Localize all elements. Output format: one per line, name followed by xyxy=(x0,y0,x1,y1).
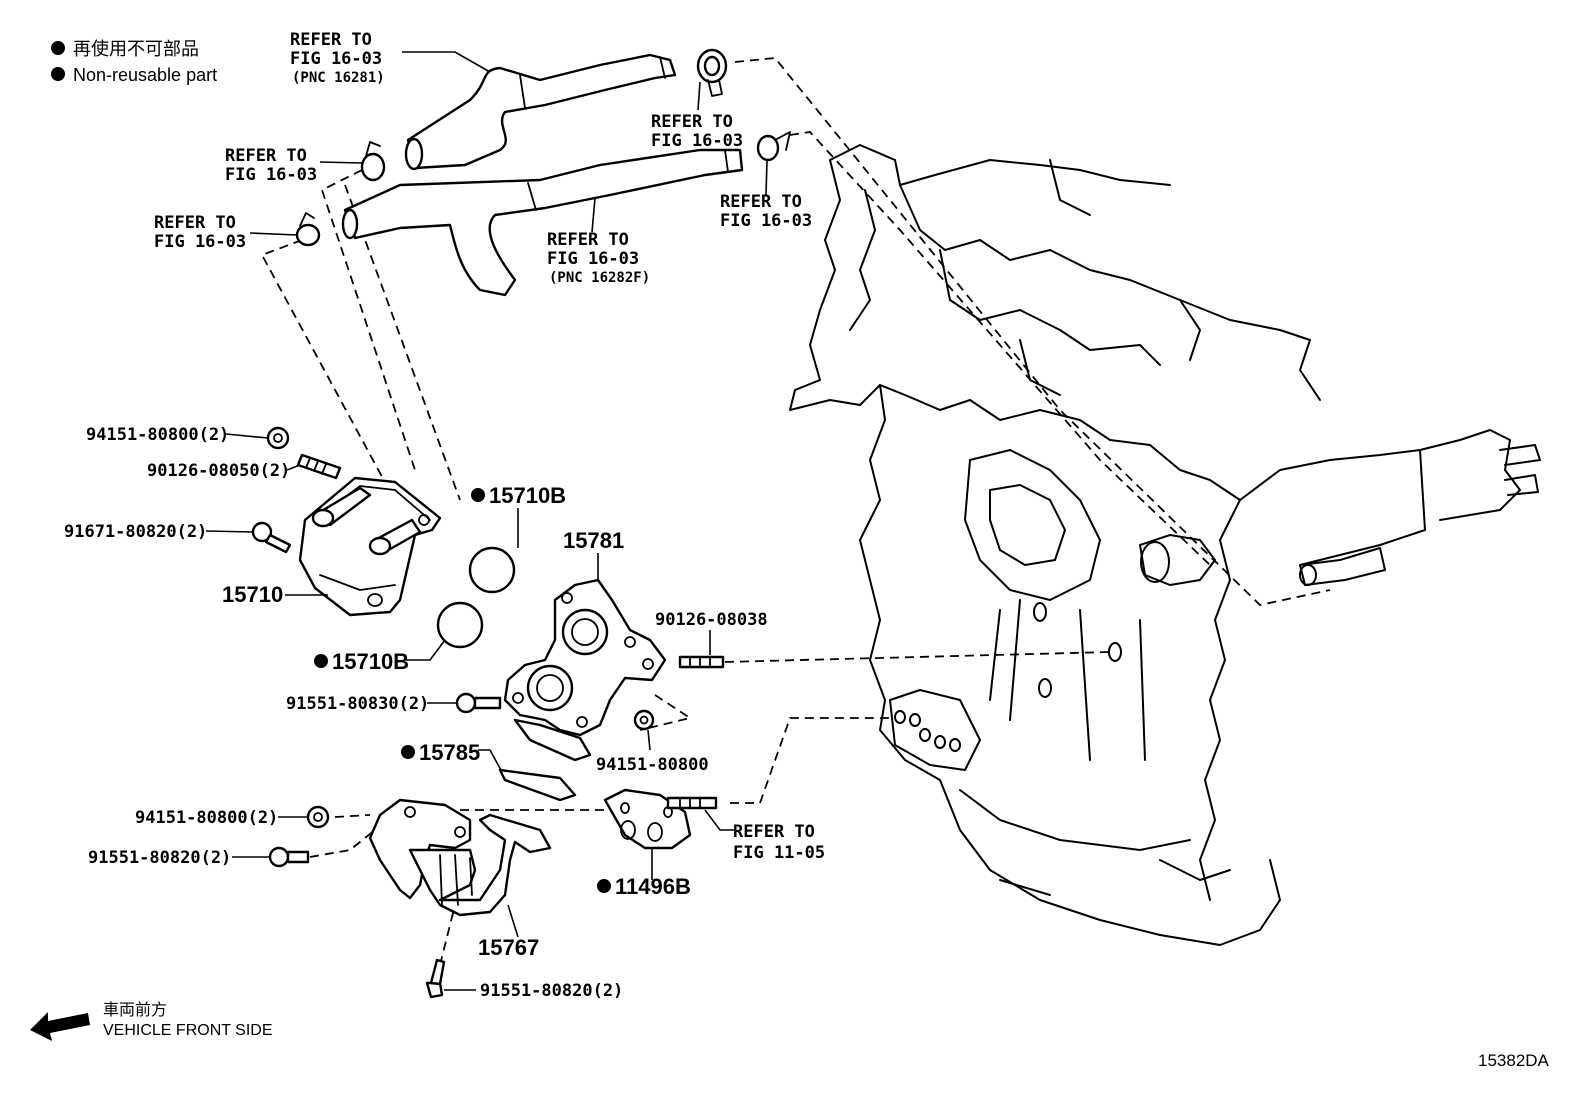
part-91551-80830-2: 91551-80830(2) xyxy=(286,694,429,714)
front-label-jp: 車両前方 xyxy=(103,1001,167,1019)
legend: 再使用不可部品 Non-reusable part xyxy=(51,39,217,85)
hose-clamp-2-icon xyxy=(756,131,791,162)
bolt-91551-80820-lower-icon xyxy=(425,958,446,999)
nut-94151-80800-icon xyxy=(633,709,655,731)
o-ring-15710b-lower xyxy=(436,601,484,649)
part-15767: 15767 xyxy=(478,935,539,960)
o-ring-15710b-upper xyxy=(468,546,516,594)
stud-90126-08050-icon xyxy=(296,453,342,480)
gasket-15785 xyxy=(498,768,577,802)
bolt-91551-80820-upper-icon xyxy=(268,846,310,868)
diagram-id: 15382DA xyxy=(1478,1051,1550,1070)
refer-pnc: (PNC 16281) xyxy=(292,70,385,86)
non-reusable-dot-icon xyxy=(51,41,65,55)
non-reusable-dot-icon xyxy=(597,879,611,893)
refer-label-1: REFER TO FIG 16-03 (PNC 16281) xyxy=(290,30,385,86)
front-arrow-icon xyxy=(30,1012,90,1041)
part-15710: 15710 xyxy=(222,582,283,607)
nut-94151-80800-lower-icon xyxy=(306,805,330,829)
bolt-91671-80820-icon xyxy=(251,521,292,554)
part-15785: 15785 xyxy=(419,740,480,765)
leader-lines xyxy=(205,51,768,991)
refer-fig: FIG 16-03 xyxy=(154,232,246,252)
hose-clamp-4-icon xyxy=(295,212,321,247)
oil-cooler-15710 xyxy=(298,476,442,617)
refer-fig: FIG 16-03 xyxy=(720,211,812,231)
nut-94151-80800-upper-icon xyxy=(266,426,290,450)
refer-fig: FIG 16-03 xyxy=(225,165,317,185)
refer-label-6: REFER TO FIG 16-03 (PNC 16282F) xyxy=(547,230,650,286)
refer-text: REFER TO xyxy=(154,213,236,233)
refer-label-5: REFER TO FIG 16-03 xyxy=(720,192,812,231)
refer-text: REFER TO xyxy=(290,30,372,50)
part-15781: 15781 xyxy=(563,528,624,553)
non-reusable-dot-icon xyxy=(51,67,65,81)
refer-label-4: REFER TO FIG 16-03 xyxy=(651,112,743,151)
vehicle-front-indicator: 車両前方 VEHICLE FRONT SIDE xyxy=(30,1001,273,1041)
oil-pipe-15767 xyxy=(368,798,552,917)
hose-clamp-3-icon xyxy=(360,141,386,182)
refer-text: REFER TO xyxy=(733,822,815,842)
refer-fig: FIG 16-03 xyxy=(547,249,639,269)
refer-label-7: REFER TO FIG 11-05 xyxy=(733,822,825,863)
part-90126-08038: 90126-08038 xyxy=(655,610,768,630)
engine-block-outline xyxy=(789,144,1541,946)
part-91551-80820-2-upper: 91551-80820(2) xyxy=(88,848,231,868)
part-94151-80800-2-lower: 94151-80800(2) xyxy=(135,808,278,828)
refer-text: REFER TO xyxy=(225,146,307,166)
water-hose-lower xyxy=(341,148,744,297)
refer-fig: FIG 16-03 xyxy=(651,131,743,151)
bolt-91551-80830-icon xyxy=(455,692,502,714)
refer-fig: FIG 16-03 xyxy=(290,49,382,69)
part-11496b: 11496B xyxy=(615,874,691,899)
refer-label-3: REFER TO FIG 16-03 xyxy=(154,213,246,252)
front-label-en: VEHICLE FRONT SIDE xyxy=(103,1022,273,1039)
refer-text: REFER TO xyxy=(651,112,733,132)
dashed-connection-lines xyxy=(260,57,1331,966)
part-91551-80820-2-lower: 91551-80820(2) xyxy=(480,981,623,1001)
part-15710b-upper: 15710B xyxy=(489,483,566,508)
refer-label-2: REFER TO FIG 16-03 xyxy=(225,146,317,185)
stud-90126-08038-icon xyxy=(678,655,725,669)
stud-refer-fig-11-05-icon xyxy=(666,796,718,810)
refer-fig: FIG 11-05 xyxy=(733,843,825,863)
bracket-15781 xyxy=(503,578,667,762)
refer-pnc: (PNC 16282F) xyxy=(549,270,650,286)
non-reusable-dot-icon xyxy=(314,654,328,668)
refer-text: REFER TO xyxy=(720,192,802,212)
hose-clamp-1-icon xyxy=(696,48,728,97)
legend-line-jp: 再使用不可部品 xyxy=(73,39,199,59)
part-15710b-lower: 15710B xyxy=(332,649,409,674)
part-94151-80800: 94151-80800 xyxy=(596,755,709,775)
part-90126-08050-2: 90126-08050(2) xyxy=(147,461,290,481)
non-reusable-dot-icon xyxy=(471,488,485,502)
non-reusable-dot-icon xyxy=(401,745,415,759)
water-hose-upper xyxy=(404,53,677,171)
refer-text: REFER TO xyxy=(547,230,629,250)
legend-line-en: Non-reusable part xyxy=(73,65,217,85)
part-94151-80800-2-upper: 94151-80800(2) xyxy=(86,425,229,445)
part-91671-80820-2: 91671-80820(2) xyxy=(64,522,207,542)
